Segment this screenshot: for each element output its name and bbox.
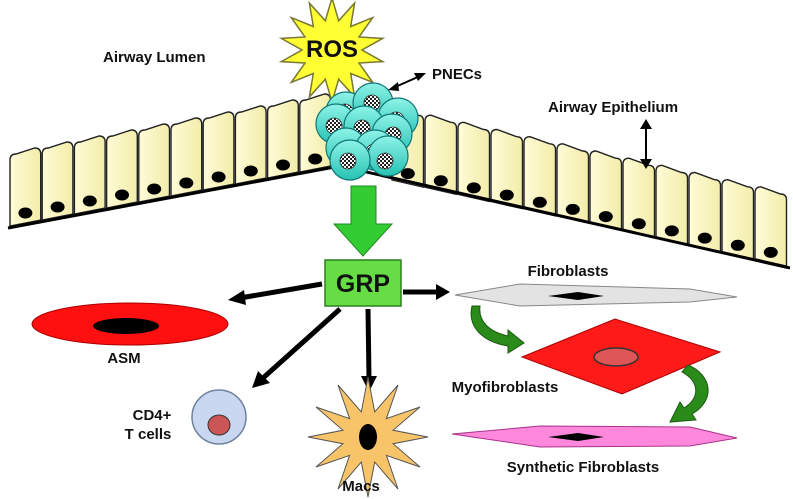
grp-label: GRP <box>336 270 390 298</box>
cd4-label: CD4+ <box>133 407 172 424</box>
asm-cell-icon <box>31 302 229 346</box>
epithelial-cell-icon <box>589 150 623 232</box>
epithelial-cell-icon <box>523 135 557 217</box>
epithelial-cell-icon <box>721 178 755 260</box>
arrow-to-macs <box>365 308 372 379</box>
epithelial-cell-icon <box>424 114 458 196</box>
airway-lumen-label: Airway Lumen <box>103 49 206 66</box>
basement-membrane-left <box>7 164 341 230</box>
epithelial-cell-icon <box>655 164 689 246</box>
epithelial-cell-icon <box>266 99 299 179</box>
airway-epithelium-right <box>391 107 788 267</box>
synthetic-fibroblast-icon <box>451 425 738 448</box>
basement-membrane-right <box>339 164 791 270</box>
pnec-cell <box>367 135 409 177</box>
airway-epithelium-label: Airway Epithelium <box>548 99 678 116</box>
grp-release-arrow-icon <box>332 185 394 257</box>
epithelial-cell-icon <box>754 186 788 267</box>
epithelial-cell-icon <box>9 147 42 227</box>
epithelial-cell-icon <box>234 105 267 185</box>
epithelial-cell-icon <box>556 143 590 224</box>
ros-label: ROS <box>306 36 358 63</box>
fibroblast-to-myofibroblast-arrow <box>470 305 525 354</box>
myofibroblasts-label: Myofibroblasts <box>452 379 559 396</box>
myofibroblast-icon <box>520 318 722 395</box>
pnec-cell <box>329 139 371 181</box>
macrophage-icon <box>307 376 429 498</box>
pnecs-label: PNECs <box>432 66 482 83</box>
macs-label: Macs <box>342 478 380 495</box>
epithelial-cell-icon <box>138 123 171 203</box>
epithelial-cell-icon <box>41 141 74 221</box>
epithelial-cell-icon <box>105 129 138 209</box>
epithelial-cell-icon <box>170 117 203 197</box>
t-cell-icon <box>191 389 247 445</box>
pnecs-double-arrow <box>388 73 426 91</box>
grp-box: GRP <box>324 259 402 307</box>
epithelial-cell-icon <box>622 157 656 239</box>
airway-epithelium-left <box>9 93 332 227</box>
epithelium-thickness-arrow <box>640 119 652 169</box>
fibroblasts-label: Fibroblasts <box>528 263 609 280</box>
epithelial-cell-icon <box>73 135 106 215</box>
arrow-to-t-cells <box>261 307 342 380</box>
ros-burst-icon: ROS <box>278 0 386 105</box>
t-cells-label: T cells <box>125 426 172 443</box>
synthetic-fibroblasts-label: Synthetic Fibroblasts <box>507 459 660 476</box>
epithelial-cell-icon <box>457 121 491 203</box>
epithelial-cell-icon <box>688 171 722 253</box>
pnec-cluster-icon <box>315 82 419 181</box>
asm-label: ASM <box>107 350 140 367</box>
arrow-to-asm <box>239 281 323 301</box>
fibroblast-icon <box>454 283 738 307</box>
myofibroblast-to-synthetic-arrow <box>669 364 709 423</box>
epithelial-cell-icon <box>202 111 235 191</box>
epithelial-cell-icon <box>490 128 524 210</box>
